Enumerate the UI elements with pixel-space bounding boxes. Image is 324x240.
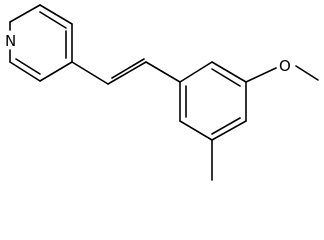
double-bond-inner bbox=[211, 117, 241, 135]
bond bbox=[211, 61, 247, 83]
bond bbox=[145, 61, 181, 83]
chemical-structure-diagram: N O bbox=[5, 4, 319, 181]
pyridine-ring bbox=[9, 4, 73, 82]
bond bbox=[295, 65, 319, 81]
bond bbox=[71, 61, 109, 85]
double-bond-inner bbox=[111, 58, 145, 79]
bond bbox=[179, 61, 213, 83]
bond bbox=[245, 67, 277, 83]
double-bond-inner bbox=[211, 68, 241, 87]
bond bbox=[211, 120, 247, 141]
oxygen-atom-label: O bbox=[279, 57, 291, 75]
bond bbox=[107, 61, 147, 85]
vinyl-linker bbox=[71, 58, 181, 85]
methoxy-group bbox=[245, 65, 319, 83]
bond bbox=[9, 4, 41, 23]
bond bbox=[179, 120, 213, 141]
benzene-ring bbox=[179, 61, 247, 141]
nitrogen-atom-label: N bbox=[5, 32, 16, 50]
bond bbox=[39, 61, 73, 82]
double-bond-inner bbox=[39, 11, 67, 29]
bond bbox=[9, 61, 41, 82]
double-bond-inner bbox=[15, 58, 41, 75]
bond bbox=[39, 4, 73, 25]
